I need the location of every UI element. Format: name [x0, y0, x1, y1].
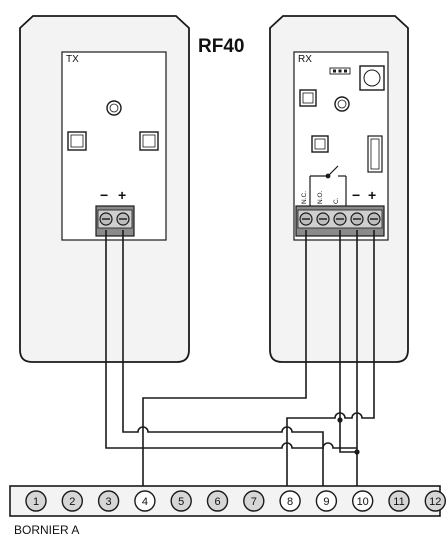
rx-plus-label: + — [368, 187, 376, 203]
terminal-7-label: 7 — [251, 496, 257, 508]
wire-tx-minus — [105, 230, 339, 449]
terminal-9-label: 9 — [323, 496, 329, 508]
rx-button-left-inner — [302, 92, 314, 104]
terminal-10-icon — [352, 490, 374, 512]
rx-button-bottom-inner — [314, 138, 326, 150]
terminal-3-label: 3 — [106, 496, 112, 508]
junction-dot-1 — [337, 417, 343, 423]
tx-plus-label: + — [118, 187, 126, 203]
terminal-6-label: 6 — [214, 496, 220, 508]
tx-minus-label: − — [100, 187, 108, 203]
terminal-5-icon — [170, 490, 192, 512]
terminal-8-label: 8 — [287, 496, 293, 508]
rx-led-inner — [337, 99, 347, 109]
terminal-5-label: 5 — [178, 496, 184, 508]
rx-no-label: N.O. — [317, 190, 324, 204]
terminal-11-icon — [388, 490, 410, 512]
terminal-8-icon — [279, 490, 301, 512]
terminal-10-label: 10 — [357, 496, 369, 508]
rx-label: RX — [298, 54, 312, 65]
wire-tx-plus — [122, 230, 324, 488]
tx-button-left-icon — [67, 131, 87, 151]
tx-led-inner — [109, 103, 119, 113]
terminal-11-label: 11 — [393, 496, 404, 508]
wire-rx-plus — [286, 230, 375, 488]
rx-unit: RX N.C. N.O. C. − + — [269, 15, 409, 363]
terminal-12-icon — [424, 490, 446, 512]
terminal-4-icon — [134, 490, 156, 512]
wiring — [105, 230, 375, 488]
tx-terminal-connector — [95, 205, 135, 237]
terminal-block-label: BORNIER A — [14, 523, 79, 537]
rx-c-label: C. — [333, 197, 340, 204]
wire-c-to-10 — [339, 420, 357, 453]
rx-jumper-icon — [329, 67, 351, 75]
terminal-7-icon — [243, 490, 265, 512]
tx-label: TX — [66, 54, 79, 65]
terminal-3-icon — [97, 490, 120, 512]
diagram-title: RF40 — [198, 36, 244, 57]
terminal-9-icon — [315, 490, 338, 512]
terminal-4-label: 4 — [142, 496, 148, 508]
terminal-6-icon — [206, 490, 229, 512]
tx-button-right-inner — [142, 134, 156, 148]
rx-minus-label: − — [352, 187, 360, 203]
junction-dot-2 — [354, 449, 360, 455]
terminal-12-label: 12 — [429, 496, 441, 508]
rx-contact-symbol — [309, 165, 347, 206]
wire-rx-nc — [142, 230, 307, 488]
rx-button-top-right-inner — [363, 69, 381, 87]
terminal-1-icon — [25, 490, 47, 512]
tx-led-icon — [106, 100, 122, 116]
rx-button-bottom-icon — [311, 135, 329, 153]
rx-nc-label: N.C. — [301, 191, 308, 204]
terminal-2-icon — [61, 490, 84, 512]
tx-button-right-icon — [139, 131, 159, 151]
terminal-2-label: 2 — [69, 496, 75, 508]
tx-unit: TX − + — [19, 15, 190, 363]
rx-screw-icons — [299, 212, 381, 226]
terminal-1-label: 1 — [33, 496, 39, 508]
rx-relay-icon — [367, 135, 383, 173]
rx-led-icon — [334, 96, 350, 112]
tx-button-left-inner — [70, 134, 84, 148]
rx-button-left-icon — [299, 89, 317, 107]
